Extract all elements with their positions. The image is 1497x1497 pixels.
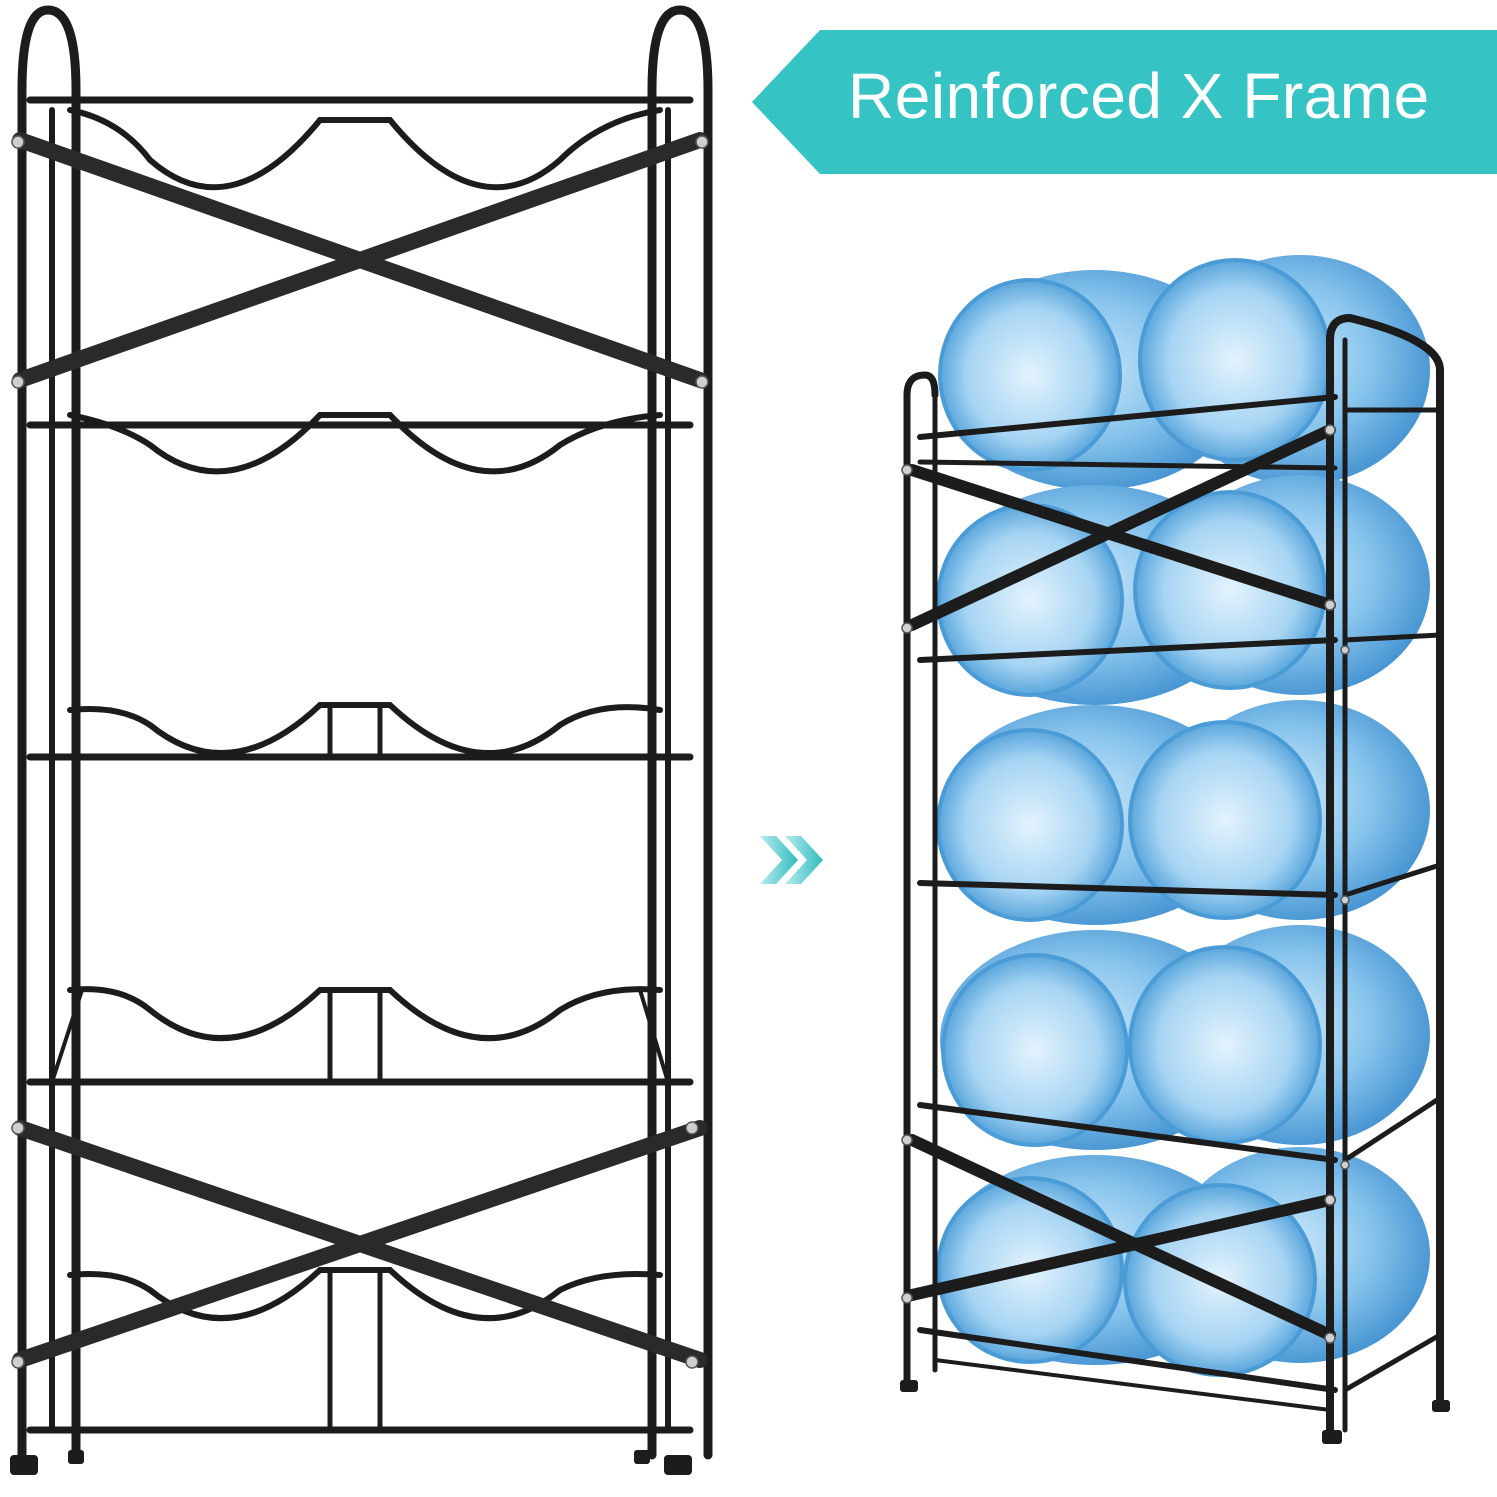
banner-shape: [752, 30, 1497, 174]
rack-bolts: [901, 424, 1350, 1344]
double-chevron-right-icon: [760, 836, 823, 884]
filled-rack: [900, 255, 1450, 1444]
empty-rack: [10, 5, 713, 1475]
water-bottles: [936, 255, 1430, 1377]
brace-bolts: [11, 135, 709, 1369]
banner-title: Reinforced X Frame: [848, 60, 1430, 132]
